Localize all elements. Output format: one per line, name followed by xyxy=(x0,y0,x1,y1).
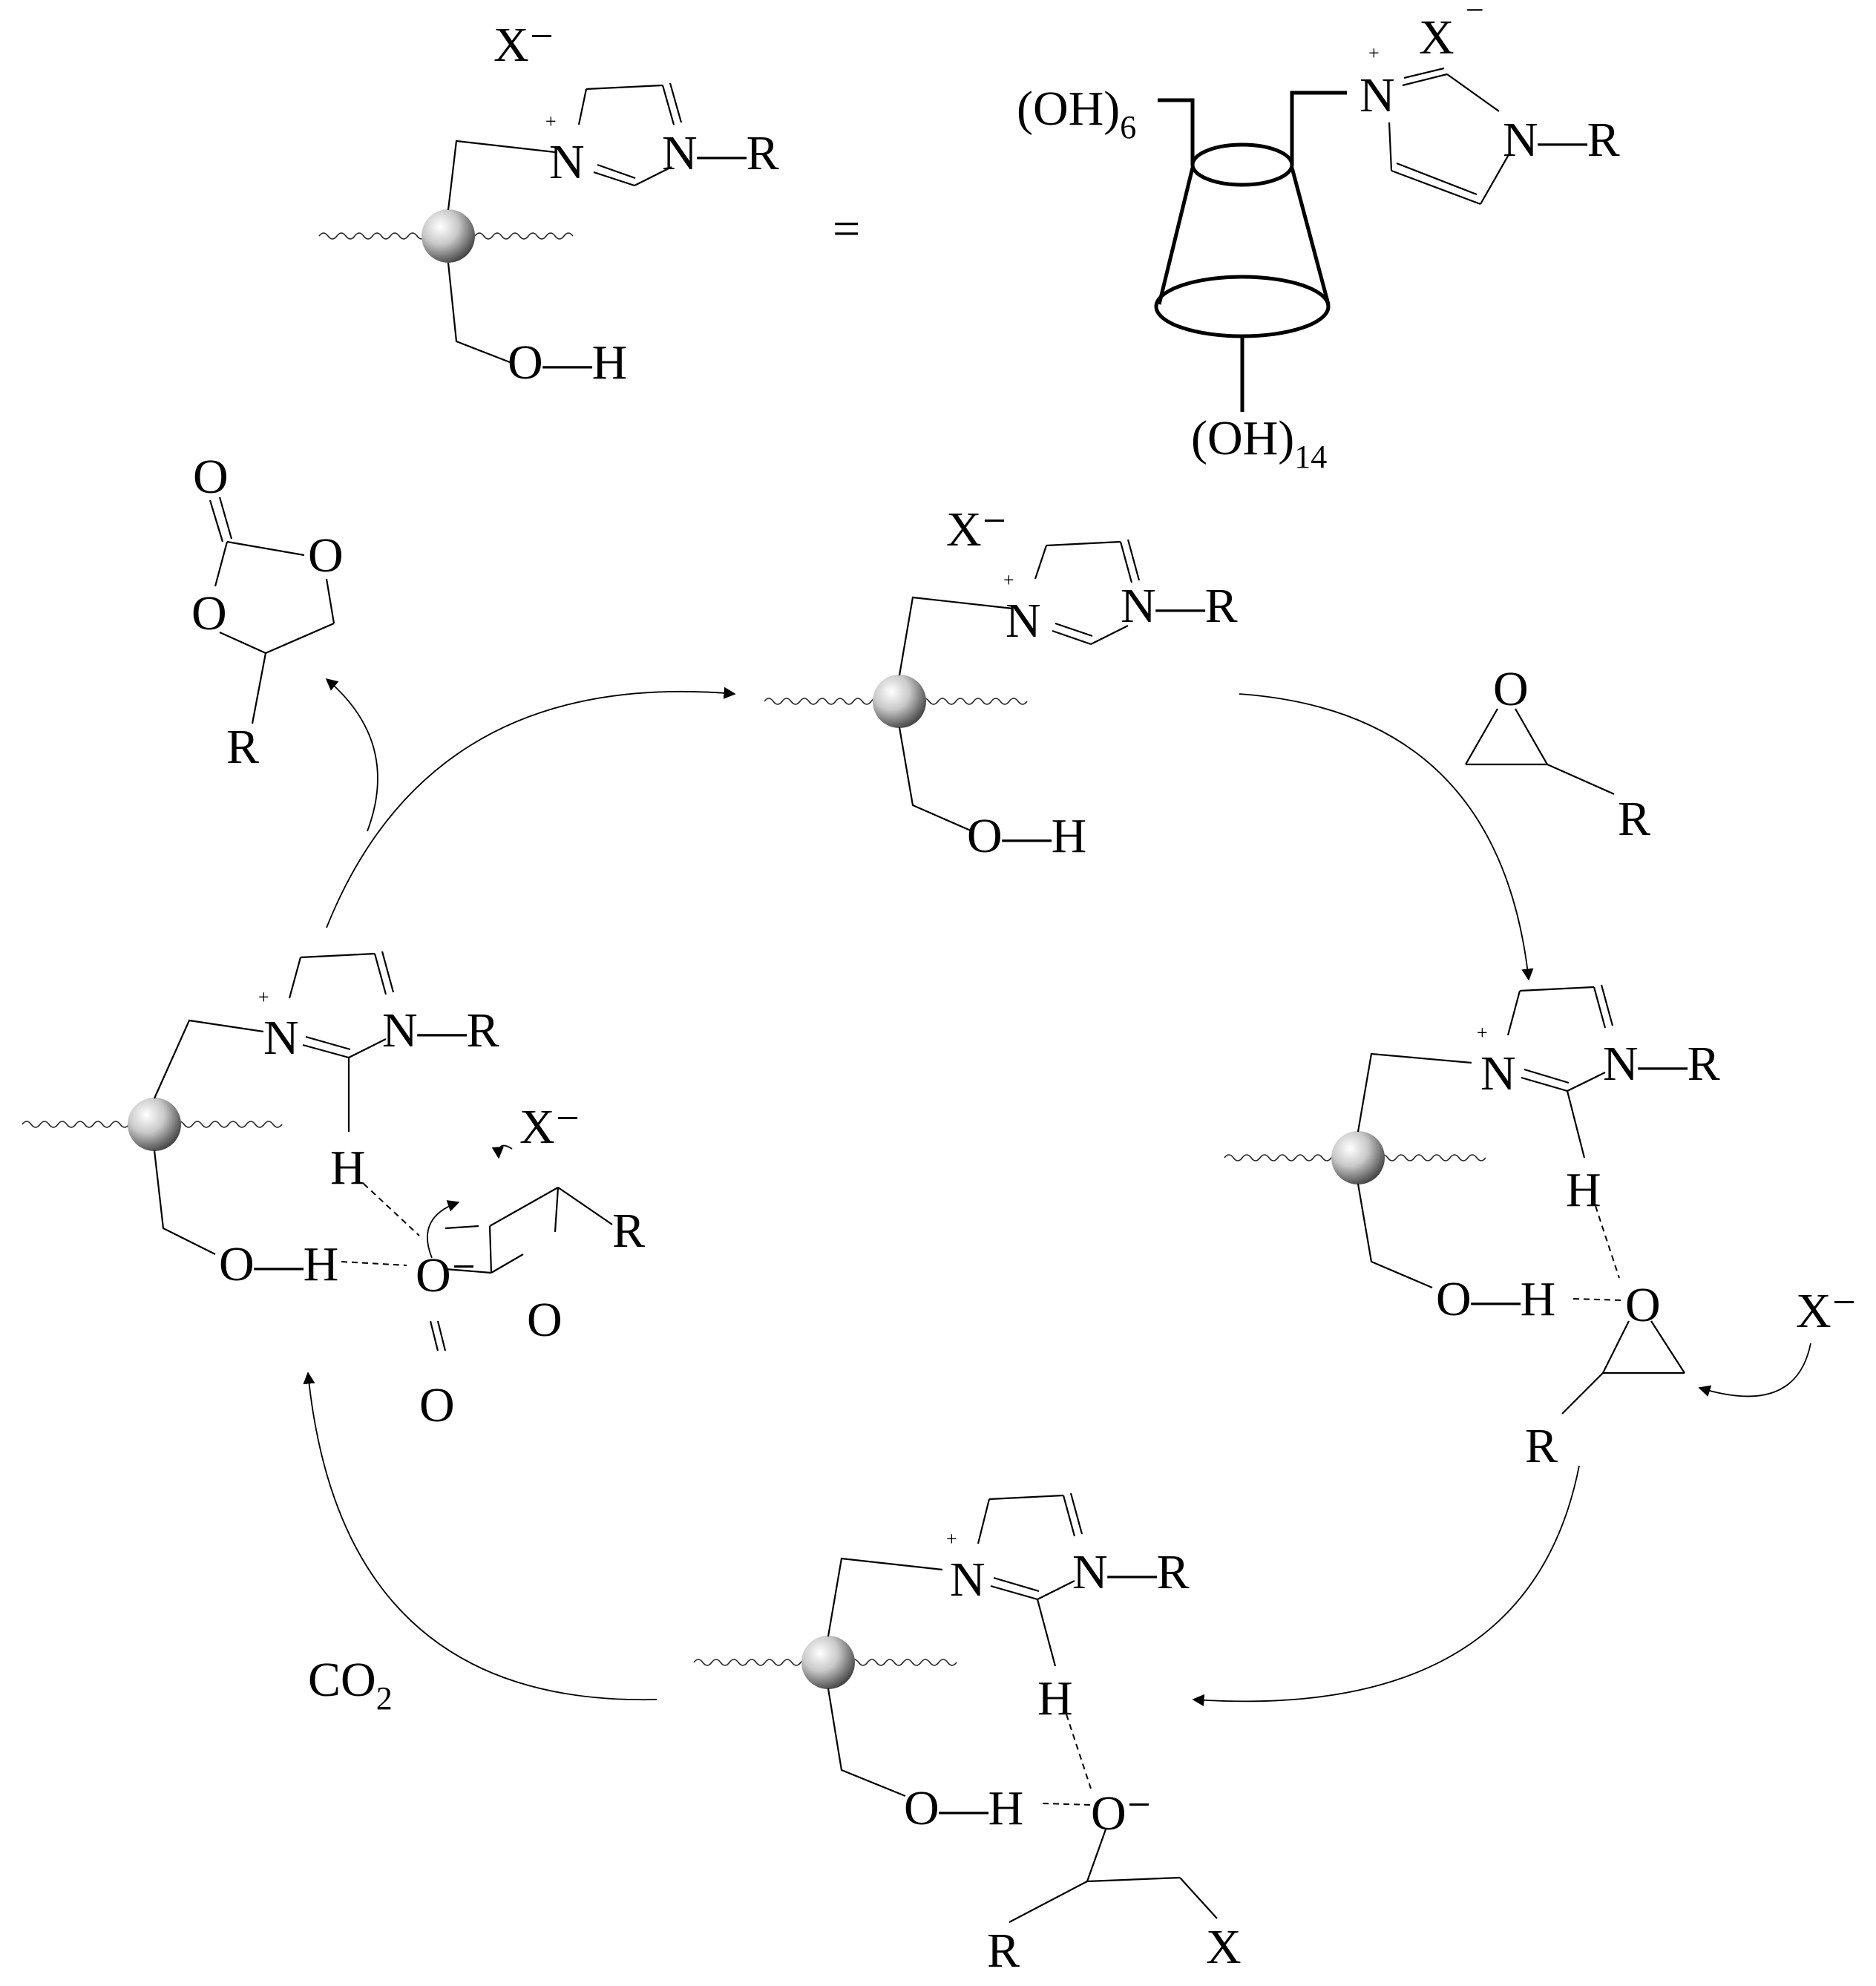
support-sphere-top xyxy=(873,675,926,728)
support-sphere xyxy=(422,209,475,263)
cycle-arrow-top-left xyxy=(326,686,736,928)
support-sphere-left xyxy=(128,1098,181,1151)
cd-rim-small xyxy=(1190,142,1294,187)
halide-X: X xyxy=(1206,1920,1242,1974)
atom-N-bottom: N xyxy=(950,1553,985,1607)
plus-charge: + xyxy=(545,111,557,132)
minus-charge-cd: − xyxy=(1466,0,1484,28)
ring-O1: O xyxy=(308,528,344,583)
bond-linker xyxy=(447,140,556,211)
atom-H-left: H xyxy=(330,1141,366,1195)
atom-N-R-left: N—R xyxy=(382,1003,499,1058)
alkoxide-R: R xyxy=(987,1924,1020,1978)
atom-N-R-right: N—R xyxy=(1603,1037,1720,1091)
epoxide-R-bound: R xyxy=(1525,1419,1558,1473)
cyclic-carbonate-product: O O O R xyxy=(191,450,344,774)
cycle-arrow-bottom-left xyxy=(303,1371,657,1701)
intermediate-left: + N N—R H O—H O⁻ X⁻ R O O xyxy=(22,951,645,1432)
bond-oh-linker xyxy=(447,262,514,365)
cycle-arrow-bottom-right xyxy=(1192,1465,1580,1707)
epoxide-R: R xyxy=(1618,792,1650,846)
atom-N-top: N xyxy=(1006,594,1041,648)
cycle-arrow-top-right xyxy=(1239,693,1534,981)
atom-N-R-cd: N—R xyxy=(1503,113,1620,167)
epoxide-O-bound: O xyxy=(1625,1278,1661,1332)
atom-H-right: H xyxy=(1566,1163,1601,1217)
intermediate-right: + N N—R H O—H O R X⁻ xyxy=(1224,984,1857,1473)
co2-reagent: CO2 xyxy=(308,1653,393,1717)
plus-charge-top: + xyxy=(1003,569,1014,591)
polymer-chain-left xyxy=(318,232,436,240)
equals-sign: = xyxy=(833,202,860,256)
carbonate-carbonyl-O: O xyxy=(419,1378,455,1432)
atom-N-R: N—R xyxy=(662,126,779,180)
alkoxide-O: O⁻ xyxy=(1091,1786,1152,1841)
atom-N-R-bottom: N—R xyxy=(1072,1545,1190,1599)
ring-O2: O xyxy=(191,586,227,640)
cd-rim-large xyxy=(1154,275,1331,338)
counterion-X: X⁻ xyxy=(493,18,555,72)
cd-oh-bottom: (OH)14 xyxy=(1191,411,1327,475)
ring-closure-arrow xyxy=(427,1200,460,1259)
cd-oh-top: (OH)6 xyxy=(1017,82,1136,145)
hydroxyl-OH-right: O—H xyxy=(1436,1272,1555,1326)
nucleophilic-attack-arrow xyxy=(1698,1343,1811,1397)
plus-charge-left: + xyxy=(258,986,269,1008)
epoxide-O: O xyxy=(1493,662,1529,716)
substituent-R-left: R xyxy=(612,1204,645,1258)
carbonyl-O: O xyxy=(193,450,229,504)
atom-N: N xyxy=(549,135,585,189)
carbonate-O-minus: O⁻ xyxy=(416,1248,477,1302)
hydroxyl-OH: O—H xyxy=(508,335,627,390)
support-sphere-bottom xyxy=(801,1636,855,1689)
atom-H-bottom: H xyxy=(1037,1671,1073,1726)
counterion-X-cd: X xyxy=(1419,10,1454,65)
atom-N-cd: N xyxy=(1360,68,1395,122)
atom-N-right: N xyxy=(1480,1046,1516,1101)
plus-charge-bottom: + xyxy=(946,1528,957,1550)
hydroxyl-OH-left: O—H xyxy=(219,1237,338,1291)
catalyst-top: + N N—R X⁻ O—H xyxy=(764,502,1238,863)
catalyst-definition: + N N—R X⁻ O—H xyxy=(318,18,779,390)
support-sphere-right xyxy=(1331,1131,1385,1184)
carbonate-ring-O: O xyxy=(527,1293,563,1347)
halide-leaving-arrow xyxy=(491,1144,513,1159)
atom-N-left: N xyxy=(263,1011,299,1065)
hydroxyl-OH-bottom: O—H xyxy=(904,1781,1023,1835)
substituent-R: R xyxy=(226,720,259,774)
leaving-X: X⁻ xyxy=(519,1100,581,1154)
atom-N-R-top: N—R xyxy=(1121,579,1238,633)
nucleophile-X: X⁻ xyxy=(1796,1284,1857,1338)
hydroxyl-OH-top: O—H xyxy=(967,809,1086,863)
product-release-arrow xyxy=(325,678,378,832)
cyclodextrin-structure: (OH)6 (OH)14 + N X − N—R xyxy=(1017,0,1620,475)
plus-charge-right: + xyxy=(1477,1022,1488,1043)
counterion-X-top: X⁻ xyxy=(946,502,1008,557)
epoxide-reactant: O R xyxy=(1465,662,1650,846)
intermediate-bottom: + N N—R H O—H O⁻ R X xyxy=(693,1492,1242,1978)
plus-charge-cd: + xyxy=(1368,42,1380,64)
polymer-chain-right xyxy=(474,232,574,240)
